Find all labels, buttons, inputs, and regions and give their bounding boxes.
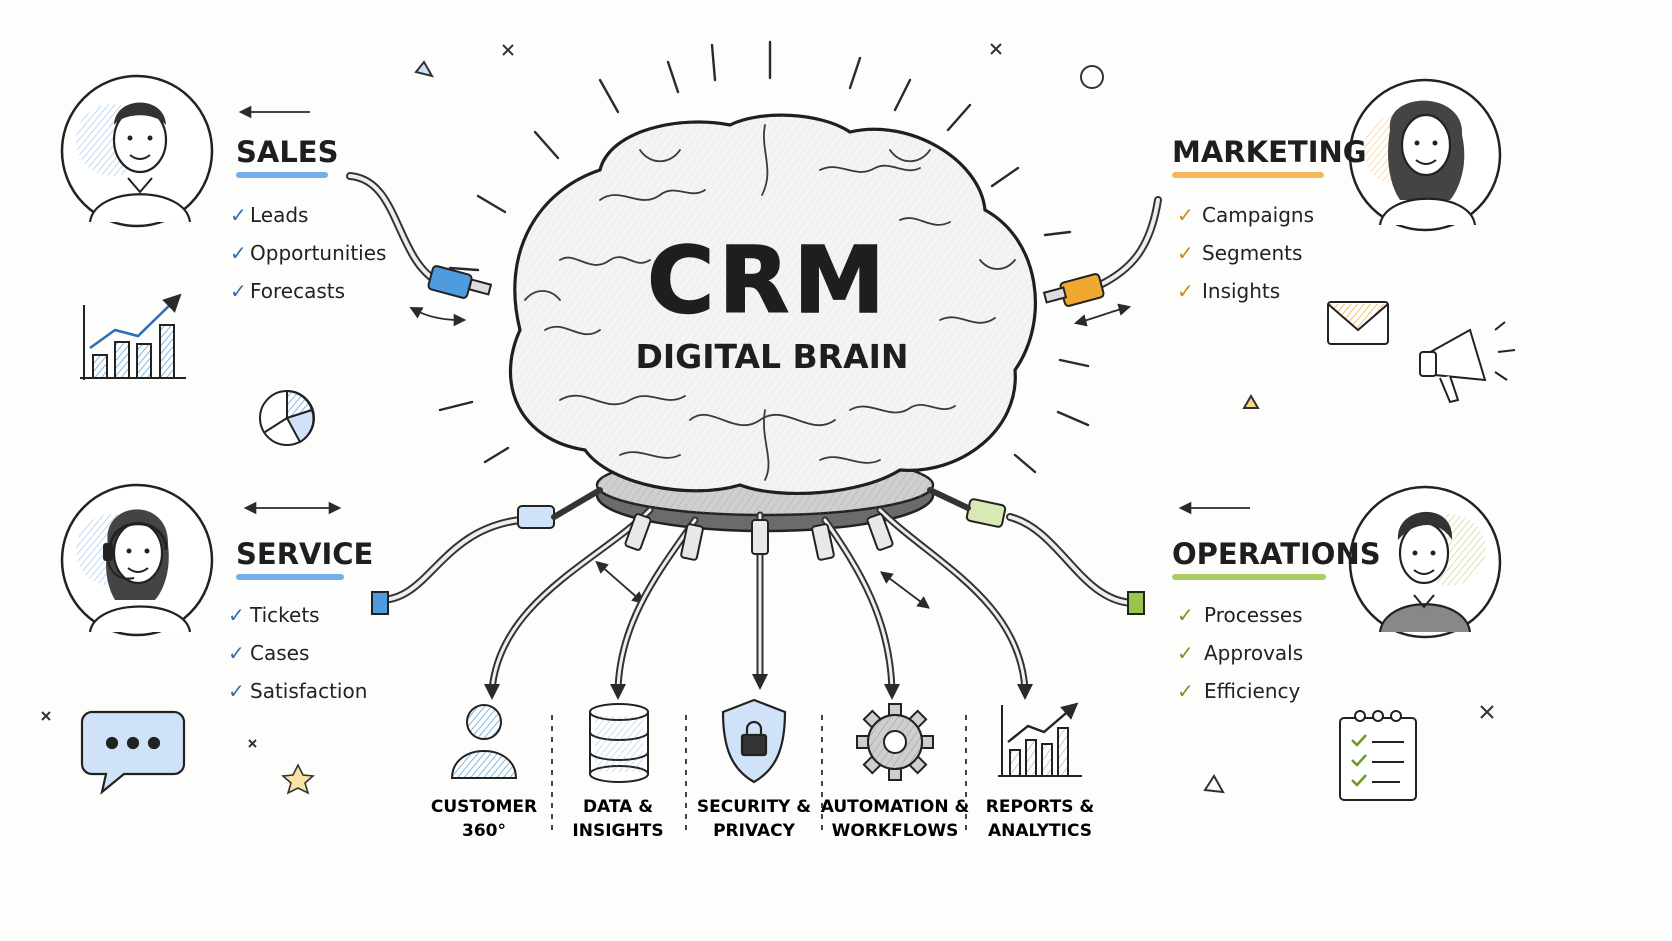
module-cables — [484, 506, 1033, 700]
module-data-insights-line2: INSIGHTS — [572, 821, 663, 841]
sales-item-forecasts: Forecasts — [250, 279, 345, 303]
marketing-panel: MARKETING ✓ Campaigns ✓ Segments ✓ Insig… — [1172, 78, 1516, 404]
operations-item-approvals: Approvals — [1204, 641, 1303, 665]
module-data-insights: DATA & INSIGHTS — [572, 703, 664, 841]
decorative-marks — [41, 43, 1494, 795]
sales-heading: SALES — [236, 135, 339, 169]
check-icon: ✓ — [228, 603, 245, 627]
marketing-item-segments: Segments — [1202, 241, 1302, 265]
module-automation-workflows-line1: AUTOMATION & — [821, 797, 970, 817]
module-customer-360-line1: CUSTOMER — [431, 797, 537, 817]
module-security-privacy-line1: SECURITY & — [697, 797, 811, 817]
marketing-item-insights: Insights — [1202, 279, 1280, 303]
shield-lock-icon — [721, 698, 787, 784]
chat-bubble-icon — [80, 710, 186, 795]
operations-item-processes: Processes — [1204, 603, 1303, 627]
check-icon: ✓ — [1177, 679, 1194, 703]
module-customer-360-line2: 360° — [462, 821, 506, 841]
check-icon: ✓ — [228, 679, 245, 703]
crm-title: CRM — [647, 227, 889, 334]
marketing-item-campaigns: Campaigns — [1202, 203, 1314, 227]
sales-avatar — [60, 74, 214, 228]
gear-icon — [856, 703, 934, 781]
service-underline — [236, 574, 344, 580]
operations-heading: OPERATIONS — [1172, 537, 1381, 571]
marketing-avatar — [1348, 78, 1502, 232]
module-automation-workflows: AUTOMATION & WORKFLOWS — [821, 703, 970, 841]
module-security-privacy-line2: PRIVACY — [713, 821, 796, 841]
operations-item-efficiency: Efficiency — [1204, 679, 1301, 703]
check-icon: ✓ — [1177, 641, 1194, 665]
check-icon: ✓ — [228, 641, 245, 665]
service-heading: SERVICE — [236, 537, 373, 571]
sales-underline — [236, 172, 328, 178]
module-customer-360: CUSTOMER 360° — [431, 704, 537, 841]
operations-panel: OPERATIONS ✓ Processes ✓ Approvals ✓ Eff… — [1172, 485, 1502, 801]
marketing-heading: MARKETING — [1172, 135, 1367, 169]
sales-panel: SALES ✓ Leads ✓ Opportunities ✓ Forecast… — [60, 74, 386, 446]
brain-illustration — [508, 113, 1037, 533]
trend-chart-icon — [998, 702, 1082, 777]
operations-underline — [1172, 574, 1326, 580]
database-icon — [589, 703, 649, 783]
marketing-underline — [1172, 172, 1324, 178]
sales-item-opportunities: Opportunities — [250, 241, 386, 265]
side-cables — [346, 172, 1162, 615]
check-icon: ✓ — [230, 203, 247, 227]
checklist-icon — [1339, 710, 1417, 801]
bar-chart-icon — [80, 293, 186, 380]
check-icon: ✓ — [1177, 203, 1194, 227]
check-icon: ✓ — [1177, 279, 1194, 303]
module-reports-analytics-line2: ANALYTICS — [988, 821, 1092, 841]
person-icon — [450, 704, 518, 779]
megaphone-icon — [1419, 321, 1516, 404]
check-icon: ✓ — [230, 279, 247, 303]
service-panel: SERVICE ✓ Tickets ✓ Cases ✓ Satisfaction — [60, 483, 373, 795]
service-item-satisfaction: Satisfaction — [250, 679, 367, 703]
module-data-insights-line1: DATA & — [583, 797, 653, 817]
flow-arrows — [238, 105, 1250, 609]
module-security-privacy: SECURITY & PRIVACY — [697, 698, 811, 841]
pie-chart-icon — [259, 389, 315, 446]
service-item-cases: Cases — [250, 641, 309, 665]
modules-row: CUSTOMER 360° DATA & INSIGHTS SECUR — [431, 698, 1095, 841]
module-reports-analytics-line1: REPORTS & — [986, 797, 1095, 817]
check-icon: ✓ — [230, 241, 247, 265]
sales-item-leads: Leads — [250, 203, 308, 227]
module-automation-workflows-line2: WORKFLOWS — [832, 821, 959, 841]
service-item-tickets: Tickets — [249, 603, 320, 627]
service-avatar — [60, 483, 214, 637]
module-reports-analytics: REPORTS & ANALYTICS — [986, 702, 1095, 841]
check-icon: ✓ — [1177, 241, 1194, 265]
check-icon: ✓ — [1177, 603, 1194, 627]
radiating-lines — [438, 40, 1090, 474]
operations-avatar — [1348, 485, 1502, 639]
envelope-icon — [1327, 301, 1389, 345]
digital-brain-subtitle: DIGITAL BRAIN — [635, 337, 908, 376]
